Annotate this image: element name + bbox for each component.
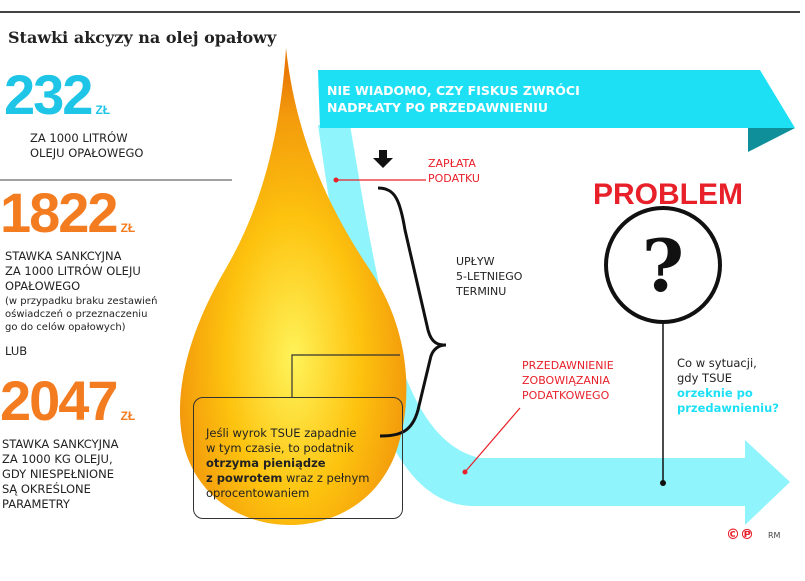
line: SĄ OKREŚLONE: [2, 482, 91, 496]
line: Co w sytuacji,: [677, 356, 757, 370]
payment-dot: [333, 177, 339, 183]
text: wraz z pełnym: [282, 471, 370, 485]
line: ZA 1000 LITRÓW OLEJU: [5, 264, 141, 278]
rate-unit: ZŁ: [120, 221, 136, 235]
timeline-band: [318, 125, 790, 525]
rate-unit: ZŁ: [120, 409, 136, 423]
timeline-dot: [660, 480, 666, 486]
line: PARAMETRY: [2, 497, 70, 511]
line: NIE WIADOMO, CZY FISKUS ZWRÓCI: [327, 83, 580, 98]
brace: [377, 186, 447, 438]
line: Jeśli wyrok TSUE zapadnie: [206, 426, 357, 440]
line: przedawnieniu?: [677, 401, 779, 415]
line: oprocentowaniem: [206, 486, 310, 500]
line: PODATKOWEGO: [522, 389, 610, 402]
expiry-line: [464, 407, 521, 473]
line: STAWKA SANKCYJNA: [2, 437, 119, 451]
rate-value: 232: [4, 63, 93, 126]
line: PRZEDAWNIENIE: [522, 359, 614, 372]
line: PODATKU: [428, 172, 480, 185]
rate-value: 1822: [0, 181, 119, 244]
info-box: Jeśli wyrok TSUE zapadnie w tym czasie, …: [193, 397, 403, 519]
line: w tym czasie, to podatnik: [206, 441, 354, 455]
down-arrow-icon: [373, 150, 393, 168]
question-text: Co w sytuacji, gdy TSUE orzeknie po prze…: [677, 356, 779, 416]
line: ZOBOWIĄZANIA: [522, 374, 610, 387]
ribbon: [318, 70, 795, 128]
rate-1822-desc: STAWKA SANKCYJNA ZA 1000 LITRÓW OLEJU OP…: [5, 249, 141, 294]
page-title: Stawki akcyzy na olej opałowy: [8, 28, 277, 47]
ribbon-text: NIE WIADOMO, CZY FISKUS ZWRÓCI NADPŁATY …: [327, 82, 580, 116]
rate-unit: ZŁ: [95, 103, 111, 117]
line: STAWKA SANKCYJNA: [5, 249, 122, 263]
box-connector: [291, 354, 400, 397]
line: NADPŁATY PO PRZEDAWNIENIU: [327, 100, 549, 115]
line: OPAŁOWEGO: [5, 279, 81, 293]
line: ZA 1000 KG OLEJU,: [2, 452, 113, 466]
expiry-dot: [462, 469, 468, 475]
line: ZA 1000 LITRÓW: [30, 131, 128, 145]
author-credit: RM: [768, 531, 781, 540]
rate-value: 2047: [0, 369, 119, 432]
line: gdy TSUE: [677, 371, 733, 385]
line: GDY NIESPEŁNIONE: [2, 467, 114, 481]
payment-label: ZAPŁATA PODATKU: [428, 156, 480, 186]
line: orzeknie po: [677, 386, 753, 400]
expiry-label: PRZEDAWNIENIE ZOBOWIĄZANIA PODATKOWEGO: [522, 358, 614, 403]
line: TERMINU: [456, 285, 507, 298]
line: OLEJU OPAŁOWEGO: [30, 146, 144, 160]
rate-232-desc: ZA 1000 LITRÓW OLEJU OPAŁOWEGO: [30, 131, 143, 161]
problem-heading: PROBLEM: [593, 178, 743, 211]
line: UPŁYW: [456, 255, 495, 268]
line: go do celów opałowych): [5, 322, 126, 333]
line: z powrotem wraz z pełnym: [206, 471, 402, 486]
line: otrzyma pieniądze: [206, 456, 326, 470]
oil-drop: [179, 48, 407, 525]
line: 5-LETNIEGO: [456, 270, 523, 283]
term-label: UPŁYW 5-LETNIEGO TERMINU: [456, 254, 522, 299]
ribbon-fold: [748, 128, 795, 152]
bold-text: z powrotem: [206, 471, 283, 485]
line: oświadczeń o przeznaczeniu: [5, 309, 148, 320]
rate-1822-note: (w przypadku braku zestawień oświadczeń …: [5, 295, 157, 334]
question-mark-icon: ?: [641, 223, 685, 308]
line: ZAPŁATA: [428, 157, 476, 170]
or-label: LUB: [5, 344, 28, 358]
copyright-icon: ©℗: [726, 527, 754, 543]
line: (w przypadku braku zestawień: [5, 296, 158, 307]
rate-2047-desc: STAWKA SANKCYJNA ZA 1000 KG OLEJU, GDY N…: [2, 437, 119, 512]
